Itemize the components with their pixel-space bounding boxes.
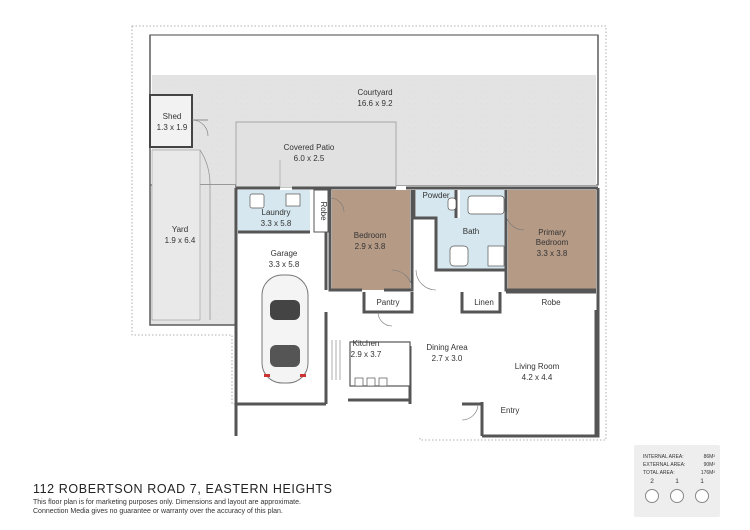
disclaimer: This floor plan is for marketing purpose… bbox=[33, 498, 333, 516]
floor-plan: Courtyard 16.6 x 9.2 Shed 1.3 x 1.9 Cove… bbox=[131, 25, 607, 441]
internal-area-value: 86M² bbox=[703, 454, 715, 460]
entry-label: Entry bbox=[501, 406, 520, 415]
yard-dims: 1.9 x 6.4 bbox=[165, 236, 196, 245]
laundry-dims: 3.3 x 5.8 bbox=[261, 219, 292, 228]
living-room-dims: 4.2 x 4.4 bbox=[522, 373, 553, 382]
house bbox=[234, 186, 600, 438]
disclaimer-line-2: Connection Media gives no guarantee or w… bbox=[33, 508, 283, 515]
bed-icon bbox=[645, 489, 659, 503]
shed-dims: 1.3 x 1.9 bbox=[157, 123, 188, 132]
bathrooms-count: 1 bbox=[675, 478, 679, 485]
robe-left bbox=[313, 189, 329, 233]
primary-bedroom bbox=[508, 190, 596, 290]
garage-dims: 3.3 x 5.8 bbox=[269, 260, 300, 269]
yard-label: Yard bbox=[172, 225, 188, 234]
dining-area-label: Dining Area bbox=[426, 343, 468, 352]
laundry-label: Laundry bbox=[262, 208, 291, 217]
internal-area-row: INTERNAL AREA: 86M² bbox=[643, 454, 715, 460]
covered-patio bbox=[235, 121, 397, 189]
shed bbox=[149, 94, 209, 148]
garage-label: Garage bbox=[271, 249, 298, 258]
disclaimer-line-1: This floor plan is for marketing purpose… bbox=[33, 499, 301, 506]
dining-area-dims: 2.7 x 3.0 bbox=[432, 354, 463, 363]
covered-patio-dims: 6.0 x 2.5 bbox=[294, 154, 325, 163]
robe-left-label: Robe bbox=[319, 201, 328, 221]
external-area-label: EXTERNAL AREA: bbox=[643, 462, 686, 468]
robe-right-label: Robe bbox=[541, 298, 561, 307]
kitchen-dims: 2.9 x 3.7 bbox=[351, 350, 382, 359]
kitchen-label: Kitchen bbox=[353, 339, 380, 348]
primary-bedroom-label-2: Bedroom bbox=[536, 238, 569, 247]
bedroom-dims: 2.9 x 3.8 bbox=[355, 242, 386, 251]
external-area-row: EXTERNAL AREA: 90M² bbox=[643, 462, 715, 468]
bath-label: Bath bbox=[463, 227, 479, 236]
bath-icon bbox=[670, 489, 684, 503]
powder-label: Powder bbox=[422, 191, 449, 200]
bedrooms-count: 2 bbox=[650, 478, 654, 485]
bedroom bbox=[332, 190, 410, 290]
courtyard-dims: 16.6 x 9.2 bbox=[357, 99, 393, 108]
primary-bedroom-label-1: Primary bbox=[538, 228, 566, 237]
total-area-row: TOTAL AREA: 176M² bbox=[643, 470, 715, 476]
primary-bedroom-dims: 3.3 x 3.8 bbox=[537, 249, 568, 258]
bedroom-label: Bedroom bbox=[354, 231, 387, 240]
internal-area-label: INTERNAL AREA: bbox=[643, 454, 684, 460]
total-area-label: TOTAL AREA: bbox=[643, 470, 675, 476]
car-icon bbox=[695, 489, 709, 503]
shed-label: Shed bbox=[163, 112, 182, 121]
car-icon bbox=[261, 274, 309, 384]
car-spaces-count: 1 bbox=[700, 478, 704, 485]
total-area-value: 176M² bbox=[700, 470, 715, 476]
courtyard-label: Courtyard bbox=[357, 88, 392, 97]
living-room-label: Living Room bbox=[515, 362, 560, 371]
pantry-label: Pantry bbox=[376, 298, 399, 307]
yard bbox=[151, 149, 211, 321]
property-address: 112 ROBERTSON ROAD 7, EASTERN HEIGHTS bbox=[33, 482, 333, 496]
linen-label: Linen bbox=[474, 298, 494, 307]
external-area-value: 90M² bbox=[703, 462, 715, 468]
area-legend: INTERNAL AREA: 86M² EXTERNAL AREA: 90M² … bbox=[634, 445, 720, 517]
covered-patio-label: Covered Patio bbox=[284, 143, 335, 152]
